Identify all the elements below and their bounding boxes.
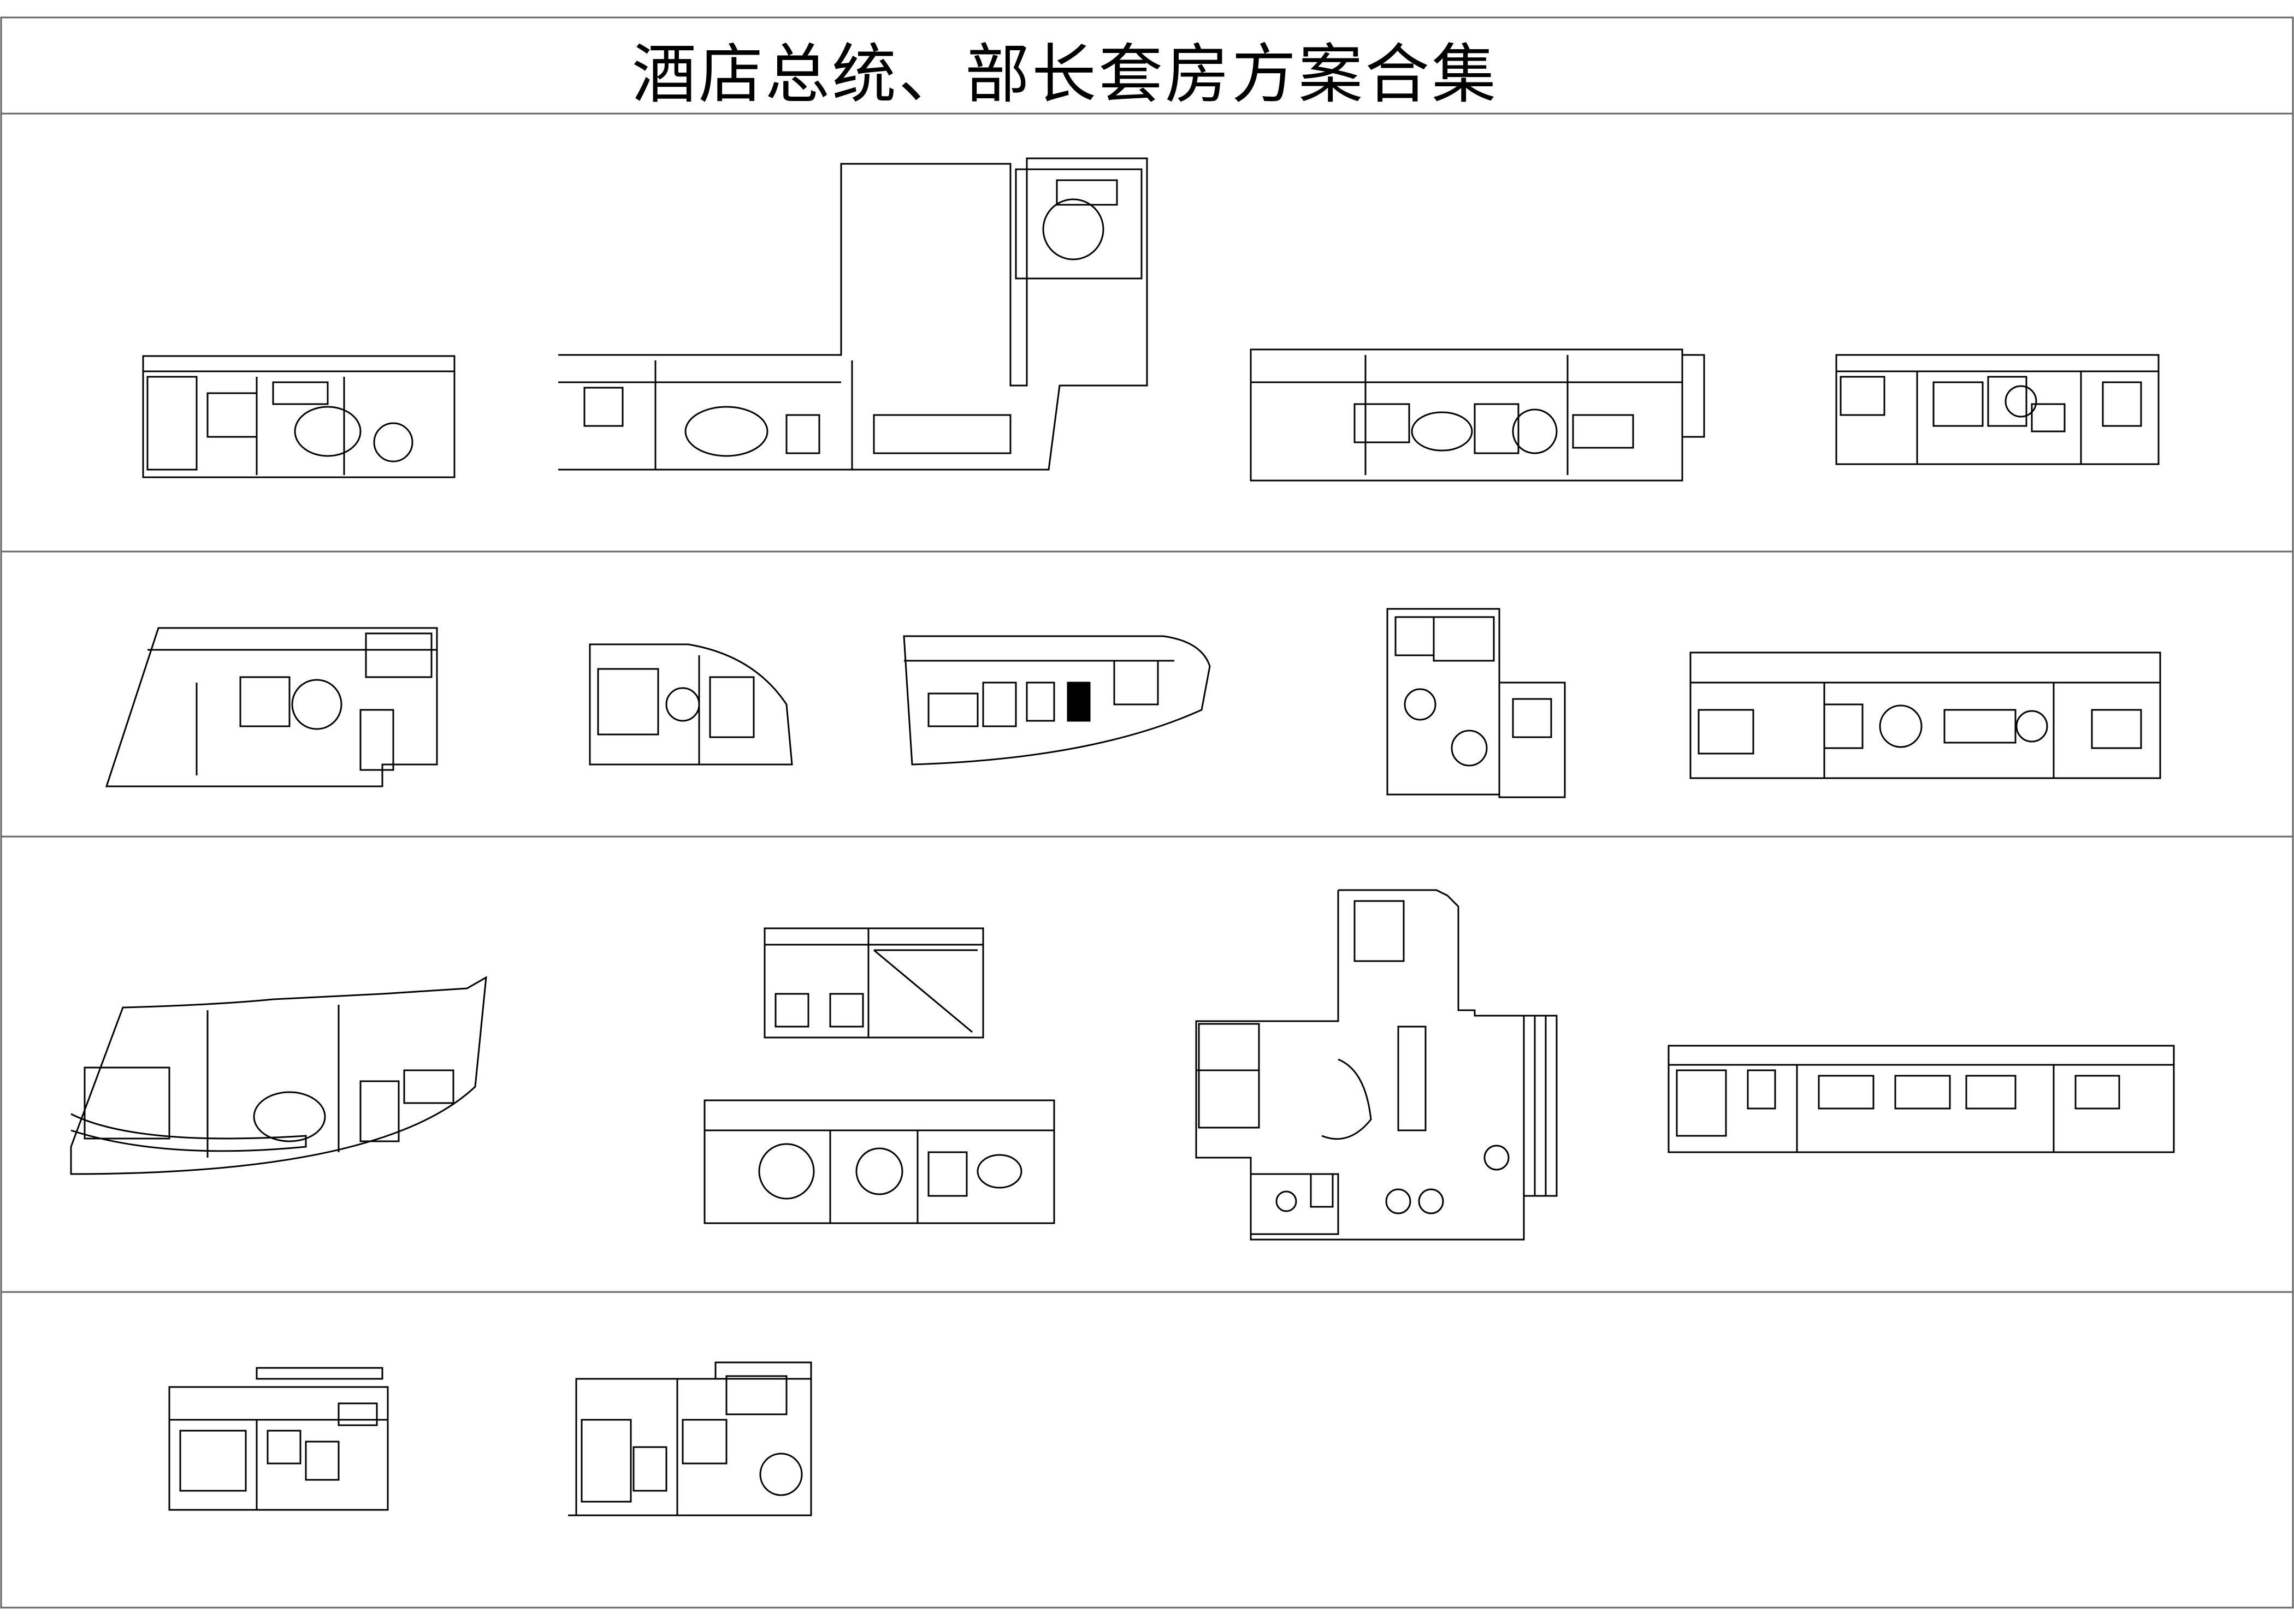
- plan-3-4: [1195, 889, 1558, 1241]
- sheet-border: [0, 16, 2294, 1609]
- plan-2-1: [105, 627, 438, 787]
- plan-1-4: [1835, 354, 2160, 465]
- sheet-title: 酒店总统、部长套房方案合集: [631, 36, 1498, 112]
- plan-3-5: [1668, 1045, 2175, 1153]
- plan-4-2: [568, 1361, 812, 1516]
- plan-3-3: [703, 1099, 1055, 1224]
- plan-3-2: [764, 927, 984, 1039]
- plan-3-1: [70, 976, 487, 1175]
- plan-1-2: [558, 157, 1148, 471]
- plan-2-3: [903, 635, 1211, 766]
- plan-1-3: [1250, 348, 1705, 482]
- plan-2-2: [589, 643, 793, 766]
- plan-4-1: [168, 1367, 389, 1511]
- plan-1-1: [142, 355, 456, 478]
- plan-2-5: [1689, 651, 2161, 779]
- plan-2-4: [1386, 608, 1566, 798]
